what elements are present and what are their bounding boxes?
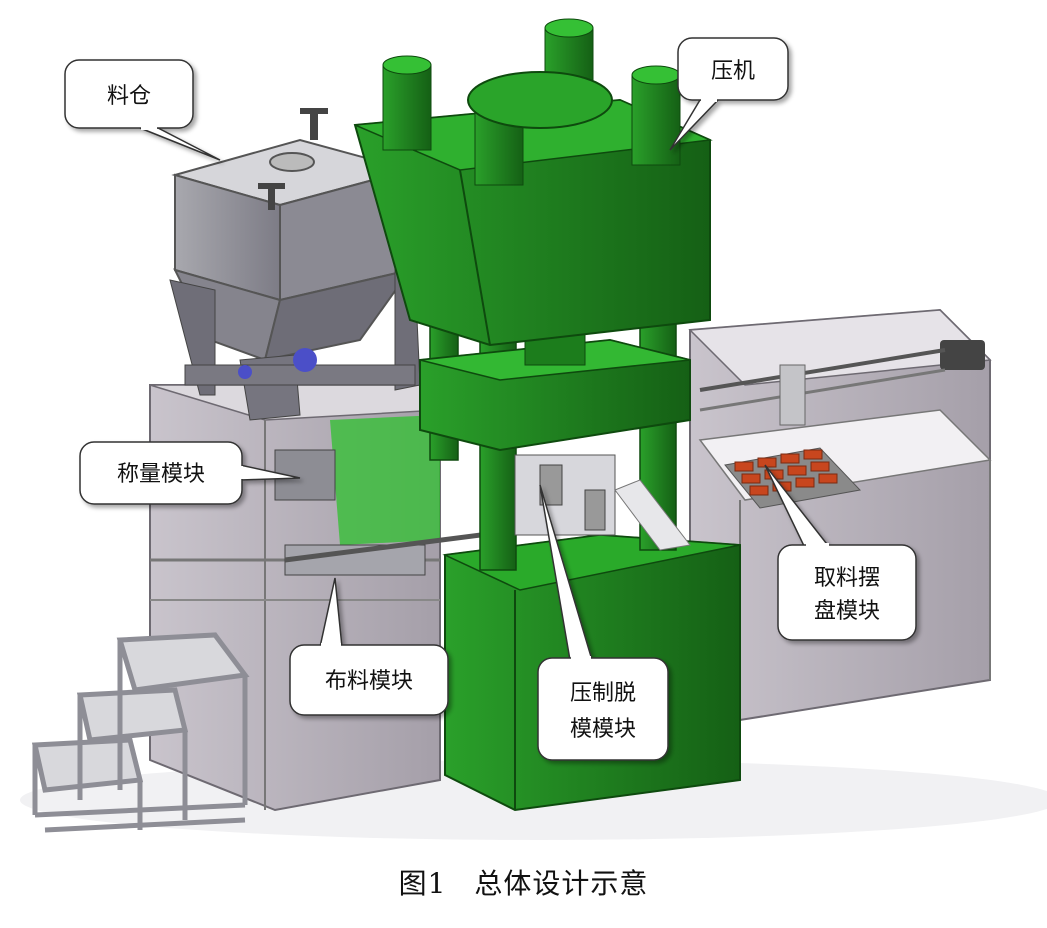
callout-pick-place [764,464,917,641]
red-tray [724,447,862,509]
hopper [169,108,421,421]
machine-diagram: 料仓 压机 称量模块 布料模块 压制脱 模模块 取料摆 盘模块 [20,18,1047,840]
callout-spreading [289,577,449,716]
callout-hopper [64,59,221,161]
figure-title: 总体设计示意 [474,867,649,900]
callout-weighing-label: 称量模块 [117,462,205,487]
figure-caption: 图1 总体设计示意 [0,862,1047,918]
callout-press [669,37,789,151]
callout-press-demold-line1: 压制脱 [570,681,636,706]
stairs [31,632,250,833]
callout-pick-place-line2: 盘模块 [814,599,880,624]
callout-spreading-label: 布料模块 [325,669,413,694]
callout-weighing [79,441,301,505]
callout-pick-place-line1: 取料摆 [814,566,880,591]
callout-hopper-label: 料仓 [107,84,151,109]
callout-press-demold-line2: 模模块 [570,717,636,742]
callout-press-label: 压机 [711,59,755,84]
figure-number: 图1 [398,867,447,900]
callout-press-demold [537,484,669,761]
